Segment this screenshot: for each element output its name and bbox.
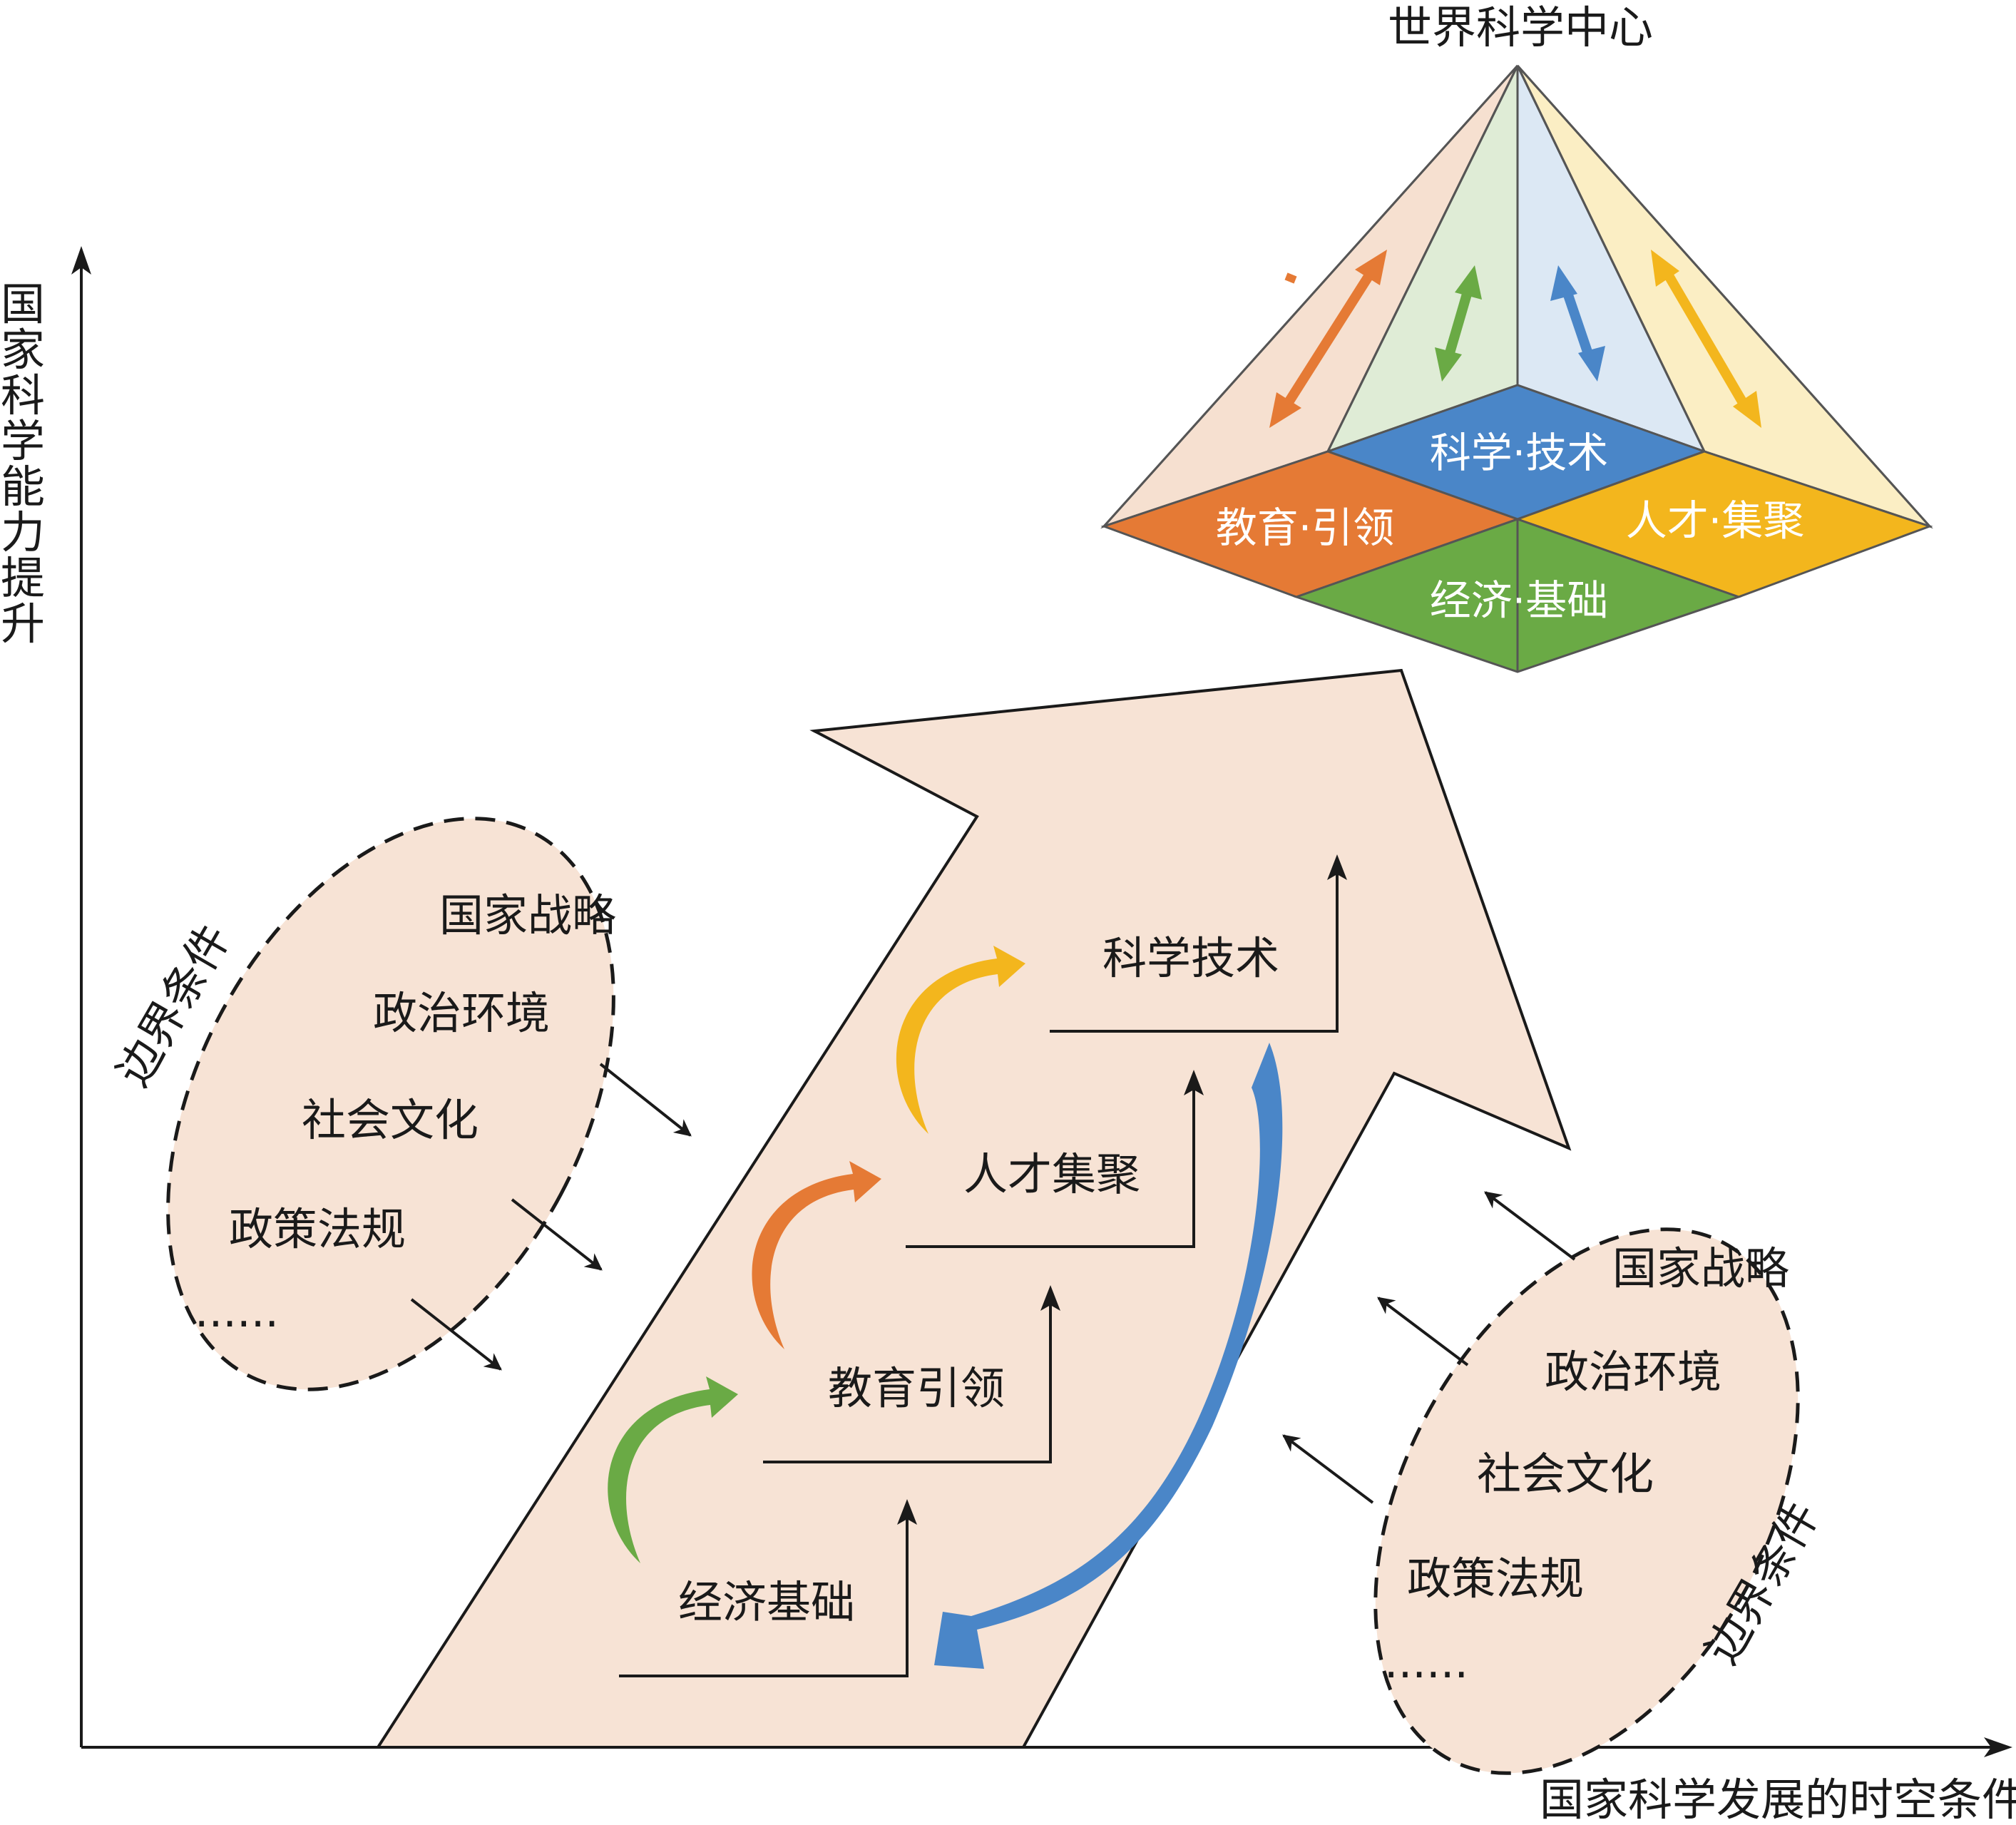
boundary-left-item-4: 政策法规 — [229, 1203, 406, 1255]
big-development-arrow — [375, 668, 1572, 1749]
pyramid — [1100, 64, 1933, 673]
pyramid-label-economy: 经济·基础 — [1430, 576, 1608, 625]
y-axis-arrowhead — [71, 246, 91, 275]
curved-arrow-orange — [752, 1161, 881, 1349]
stair-step-arrowheads — [897, 854, 1347, 1525]
curved-arrow-yellow — [896, 946, 1025, 1134]
boundary-right-item-4: 政策法规 — [1407, 1553, 1584, 1605]
boundary-right-arrows — [1282, 1191, 1576, 1504]
step-education-lead: 教育引领 — [828, 1362, 1005, 1414]
step-economic-foundation: 经济基础 — [678, 1576, 855, 1628]
stair-step-line-2 — [763, 1299, 1052, 1463]
pyramid-label-science: 科学·技术 — [1430, 429, 1608, 477]
stair-step-line-4 — [1050, 869, 1339, 1033]
x-axis-label: 国家科学发展的时空条件 — [1540, 1774, 2016, 1825]
boundary-left: 边界条件 国家战略 政治环境 社会文化 政策法规 ...... — [107, 817, 616, 1391]
step-science-technology: 科学技术 — [1102, 932, 1279, 984]
pyramid-label-talent: 人才·集聚 — [1626, 496, 1804, 545]
x-axis — [81, 1737, 2012, 1757]
stair-steps — [619, 869, 1339, 1677]
boundary-right-ellipse — [1373, 1227, 1800, 1775]
boundary-right-item-3: 社会文化 — [1477, 1448, 1654, 1500]
pyramid-double-arrow-orange — [1269, 250, 1387, 428]
boundary-left-arrows — [410, 1063, 692, 1371]
diagram-title: 世界科学中心 — [1388, 1, 1653, 53]
pyramid-double-arrow-blue — [1550, 265, 1605, 382]
curved-arrow-green — [608, 1376, 738, 1563]
stair-step-line-3 — [906, 1084, 1195, 1248]
boundary-right-item-1: 国家战略 — [1612, 1242, 1789, 1294]
step-talent-gathering: 人才集聚 — [963, 1148, 1140, 1200]
pyramid-double-arrow-yellow — [1651, 250, 1761, 428]
boundary-left-item-2: 政治环境 — [373, 987, 550, 1039]
boundary-left-item-3: 社会文化 — [302, 1094, 479, 1146]
pyramid-double-arrow-green — [1435, 265, 1482, 382]
x-axis-arrowhead — [1984, 1737, 2012, 1757]
boundary-left-item-5: ...... — [195, 1285, 279, 1337]
boundary-left-item-1: 国家战略 — [439, 889, 616, 941]
y-axis — [71, 246, 91, 1747]
boundary-right-item-5: ...... — [1384, 1636, 1468, 1688]
boundary-right-item-2: 政治环境 — [1545, 1346, 1721, 1398]
stair-step-line-1 — [619, 1513, 909, 1677]
y-axis-label: 国家科学能力提升 — [1, 278, 45, 650]
boundary-left-ellipse — [166, 817, 615, 1391]
pyramid-label-education: 教育·引领 — [1216, 503, 1394, 552]
boundary-right: 国家战略 政治环境 社会文化 政策法规 ...... 边界条件 — [1373, 1227, 1829, 1775]
